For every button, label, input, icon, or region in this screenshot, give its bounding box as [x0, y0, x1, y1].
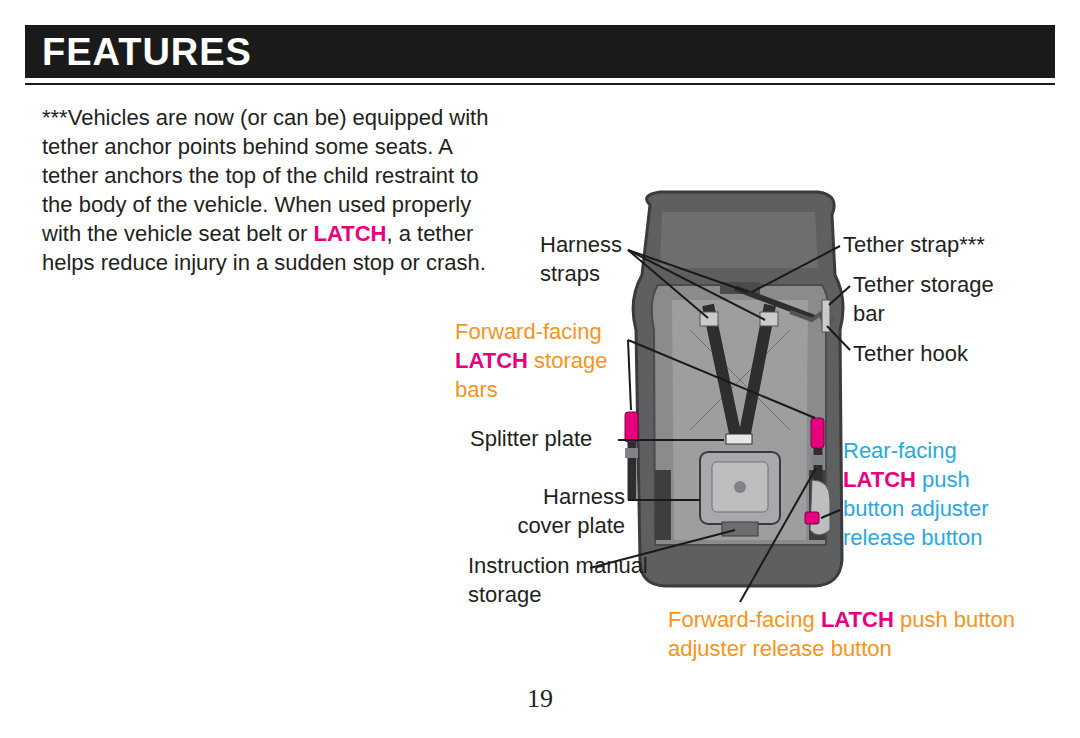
title-bar: FEATURES	[25, 25, 1055, 78]
page-title: FEATURES	[42, 31, 252, 73]
part-label-group: Instruction manual storage	[468, 551, 648, 609]
part-label: Tether hook	[853, 341, 968, 366]
part-label-group: Harness cover plate	[500, 482, 625, 540]
latch-word: LATCH	[843, 467, 916, 492]
leader-lines	[590, 246, 850, 602]
part-label: Tether storage bar	[853, 272, 994, 326]
latch-word: LATCH	[821, 607, 894, 632]
part-label: Harness cover plate	[517, 484, 625, 538]
part-label: Forward-facing	[668, 607, 815, 632]
car-seat	[625, 192, 843, 586]
page-number-group: 19	[500, 684, 580, 713]
part-label-group: Tether strap***	[843, 230, 1063, 259]
rule-line	[25, 83, 1055, 85]
page-number: 19	[527, 684, 553, 713]
part-label-group: Splitter plate	[470, 424, 620, 453]
part-label-group: Harness straps	[540, 230, 630, 288]
part-label: Instruction manual storage	[468, 553, 648, 607]
part-label: Tether strap***	[843, 232, 985, 257]
part-label: Harness straps	[540, 232, 622, 286]
part-label-group: Tether storage bar	[853, 270, 1028, 328]
part-label-group: Forward-facingLATCHpush button adjuster …	[668, 605, 1028, 663]
part-label: Rear-facing	[843, 438, 957, 463]
part-label: Forward-facing	[455, 319, 602, 344]
part-label-group: Rear-facingLATCHpush button adjuster rel…	[843, 436, 1033, 552]
latch-word: LATCH	[455, 348, 528, 373]
latch-word: LATCH	[314, 221, 387, 246]
part-label: Splitter plate	[470, 426, 592, 451]
part-label-group: Tether hook	[853, 339, 1053, 368]
part-label-group: Forward-facingLATCHstorage bars	[455, 317, 627, 404]
note-text-group: ***Vehicles are now (or can be) equipped…	[42, 103, 512, 277]
